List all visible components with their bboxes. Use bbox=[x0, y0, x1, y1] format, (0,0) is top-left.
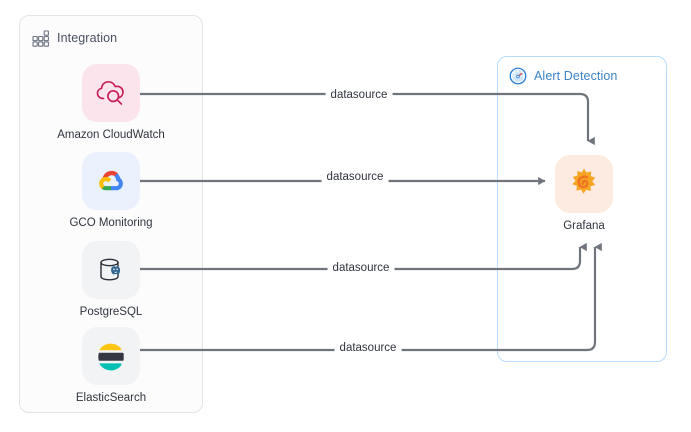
node-elasticsearch[interactable]: ElasticSearch bbox=[76, 327, 146, 404]
edge-label-postgresql: datasource bbox=[327, 262, 395, 274]
group-integration-title: Integration bbox=[57, 31, 118, 45]
node-amazon-cloudwatch-tile[interactable] bbox=[82, 64, 140, 122]
grafana-icon bbox=[566, 166, 602, 202]
edge-label-elasticsearch: datasource bbox=[334, 342, 402, 354]
node-postgresql[interactable]: PostgreSQL bbox=[80, 241, 142, 318]
node-gco-monitoring[interactable]: GCO Monitoring bbox=[69, 152, 153, 229]
node-amazon-cloudwatch-label: Amazon CloudWatch bbox=[57, 129, 165, 141]
node-gco-monitoring-tile[interactable] bbox=[82, 152, 140, 210]
google-cloud-icon bbox=[93, 163, 129, 199]
node-postgresql-tile[interactable] bbox=[82, 241, 140, 299]
amazon-cloudwatch-icon bbox=[93, 75, 129, 111]
node-grafana[interactable]: Grafana bbox=[553, 155, 615, 232]
node-grafana-label: Grafana bbox=[563, 220, 605, 232]
edge-label-cloudwatch: datasource bbox=[325, 89, 393, 101]
grid-squares-icon bbox=[32, 29, 50, 47]
edge-label-gco: datasource bbox=[321, 171, 389, 183]
node-amazon-cloudwatch[interactable]: Amazon CloudWatch bbox=[57, 64, 165, 141]
group-alert-detection-header: Alert Detection bbox=[509, 67, 617, 85]
gauge-icon bbox=[509, 67, 527, 85]
group-integration-header: Integration bbox=[32, 29, 117, 47]
postgresql-icon bbox=[93, 252, 129, 288]
node-elasticsearch-label: ElasticSearch bbox=[75, 392, 147, 404]
node-gco-monitoring-label: GCO Monitoring bbox=[69, 217, 153, 229]
node-elasticsearch-tile[interactable] bbox=[82, 327, 140, 385]
elasticsearch-icon bbox=[94, 339, 128, 373]
group-alert-detection-title: Alert Detection bbox=[534, 69, 618, 83]
node-grafana-tile[interactable] bbox=[555, 155, 613, 213]
node-postgresql-label: PostgreSQL bbox=[79, 306, 143, 318]
